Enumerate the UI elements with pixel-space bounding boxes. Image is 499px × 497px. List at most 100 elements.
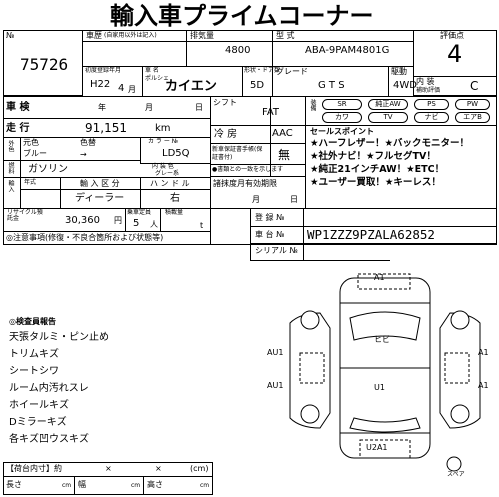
diagram-label-top: A1 xyxy=(374,273,385,282)
diagram-label-right-upper: A1 xyxy=(478,348,489,357)
diagram-label-spare: スペア xyxy=(447,471,465,478)
fuel-value: ガソリン xyxy=(28,164,68,175)
damage-mark-front xyxy=(357,273,411,290)
wheel-rear-left xyxy=(300,404,320,424)
luggage-x2: × xyxy=(155,464,162,473)
color-no-label: カ ラ ー № xyxy=(148,138,178,145)
color-code: LD5Q xyxy=(162,148,190,159)
fuel-label: 燃料 xyxy=(7,162,14,174)
ac-value: AAC xyxy=(272,128,293,139)
damage-mark-left xyxy=(299,352,325,384)
lot-label: № xyxy=(6,31,15,40)
diagram-label-bottom: U2A1 xyxy=(366,443,388,452)
load-unit: t xyxy=(200,221,204,230)
shaken-day-unit: 日 xyxy=(195,103,203,112)
luggage-label: 【荷台内寸】約 xyxy=(6,464,62,473)
inspector-line: 各キズ凹ウスキズ xyxy=(9,434,89,445)
capacity-unit: 人 xyxy=(150,220,158,229)
wheel-front-left xyxy=(300,310,320,330)
equip-aw: 純正AW xyxy=(368,99,408,110)
reg-no-label: 登 録 № xyxy=(255,213,285,222)
vehicle-type-note: (自家用以外は記入) xyxy=(104,32,157,39)
import-label: 輸入 xyxy=(7,180,14,192)
diagram-label-hibi: ヒビ xyxy=(374,335,390,344)
inspector-line: ルーム内汚れスレ xyxy=(9,383,89,394)
recycle-value: 30,360 xyxy=(65,215,100,226)
grade-label: グレード xyxy=(276,67,308,76)
grade-value: G T S xyxy=(318,80,345,91)
equip-ps: PS xyxy=(414,99,449,110)
valid-month: 月 xyxy=(252,195,260,204)
first-reg-month: 4 xyxy=(118,83,125,94)
shaken-month-unit: 月 xyxy=(145,103,153,112)
lot-box xyxy=(3,30,83,96)
inspector-line: Dミラーキズ xyxy=(9,417,67,428)
luggage-x1: × xyxy=(105,464,112,473)
luggage-cm: cm xyxy=(131,482,141,489)
load-label: 積載量 xyxy=(165,209,184,216)
first-reg-year: H22 xyxy=(90,79,111,90)
model-code-value: ABA-9PAM4801G xyxy=(305,45,390,56)
score-value: 4 xyxy=(447,40,463,68)
interior-label: 内 装 xyxy=(416,77,435,86)
wheel-rear-right xyxy=(450,404,470,424)
sales-point-line: ★純正21インチAW！★ETC！ xyxy=(310,164,445,175)
interior-grade: C xyxy=(470,79,479,93)
doors-value: 5D xyxy=(250,80,265,91)
equip-label: 装備 xyxy=(309,99,316,111)
mileage-value: 91,151 xyxy=(85,121,127,135)
inspector-title: ◎検査員報告 xyxy=(9,317,56,326)
displacement-value: 4800 xyxy=(225,45,251,56)
drive-label: 駆動 xyxy=(391,67,407,76)
mileage-unit: km xyxy=(155,123,171,134)
ac-label: 冷 房 xyxy=(214,129,238,140)
color-side-label: 外色 xyxy=(7,140,14,152)
color-change-label: 色替 xyxy=(80,138,96,147)
spare-tire xyxy=(446,456,462,472)
valid-label: 諸抹度月有効期限 xyxy=(213,179,277,188)
inspector-line: シートシワ xyxy=(9,366,59,377)
damage-mark-rear xyxy=(359,439,411,459)
diagram-label-left-lower: AU1 xyxy=(267,381,284,390)
displacement-label: 排気量 xyxy=(190,31,214,40)
car-name: カイエン xyxy=(165,79,217,94)
shaken-label: 車 検 xyxy=(6,102,30,113)
valid-day: 日 xyxy=(290,195,298,204)
notes-header: ◎注意事項(修復・不良合箇所および状態等) xyxy=(6,233,164,242)
inspector-line: 天張タルミ・ピン止め xyxy=(9,332,109,343)
handle-label: ハ ン ド ル xyxy=(150,179,190,188)
page-title: 輸入車プライムコーナー xyxy=(110,2,374,30)
luggage-height-label: 高さ xyxy=(147,480,163,489)
equip-airbag: エアB xyxy=(455,112,490,123)
doors-label: 形状・ドア数 xyxy=(244,67,281,74)
luggage-cm: cm xyxy=(62,482,72,489)
recycle-label: リサイクル預託金 xyxy=(7,209,43,222)
capacity-label: 乗車定員 xyxy=(127,209,152,216)
maker: ポルシェ xyxy=(145,75,170,82)
color-arrow: → xyxy=(80,150,87,159)
car-outline xyxy=(339,277,431,459)
luggage-length-label: 長さ xyxy=(6,480,22,489)
damage-mark-right xyxy=(444,352,470,384)
vehicle-type-label: 車歴 xyxy=(86,31,102,40)
sales-point-line: ★社外ナビ！★フルセグTV！ xyxy=(310,151,436,162)
import-category-label: 輸 入 区 分 xyxy=(80,179,120,188)
equip-tv: TV xyxy=(368,112,408,123)
first-reg-month-unit: 月 xyxy=(128,85,136,94)
vin-value: WP1ZZZ9PZALA62852 xyxy=(307,227,435,242)
inspector-line: ホイールキズ xyxy=(9,400,69,411)
manual-label: 新車保証書手帳(保証書付) xyxy=(212,146,263,161)
model-code-label: 型 式 xyxy=(276,31,295,40)
sales-point-line: ★ユーザー買取！★キーレス！ xyxy=(310,177,441,188)
luggage-width-label: 幅 xyxy=(78,480,86,489)
luggage-box xyxy=(3,462,213,495)
import-year-label: 年式 xyxy=(24,179,37,186)
import-category-value: ディーラー xyxy=(75,193,125,204)
diagram-label-center: U1 xyxy=(374,383,385,392)
sales-point-line: ★ハーフレザー！★バックモニター！ xyxy=(310,138,469,149)
equip-sr: SR xyxy=(322,99,362,110)
luggage-cm: cm xyxy=(200,482,210,489)
drive-value: 4WD xyxy=(393,80,417,91)
first-reg-label: 初度登録年月 xyxy=(85,67,122,74)
equip-leather: カワ xyxy=(322,112,362,123)
